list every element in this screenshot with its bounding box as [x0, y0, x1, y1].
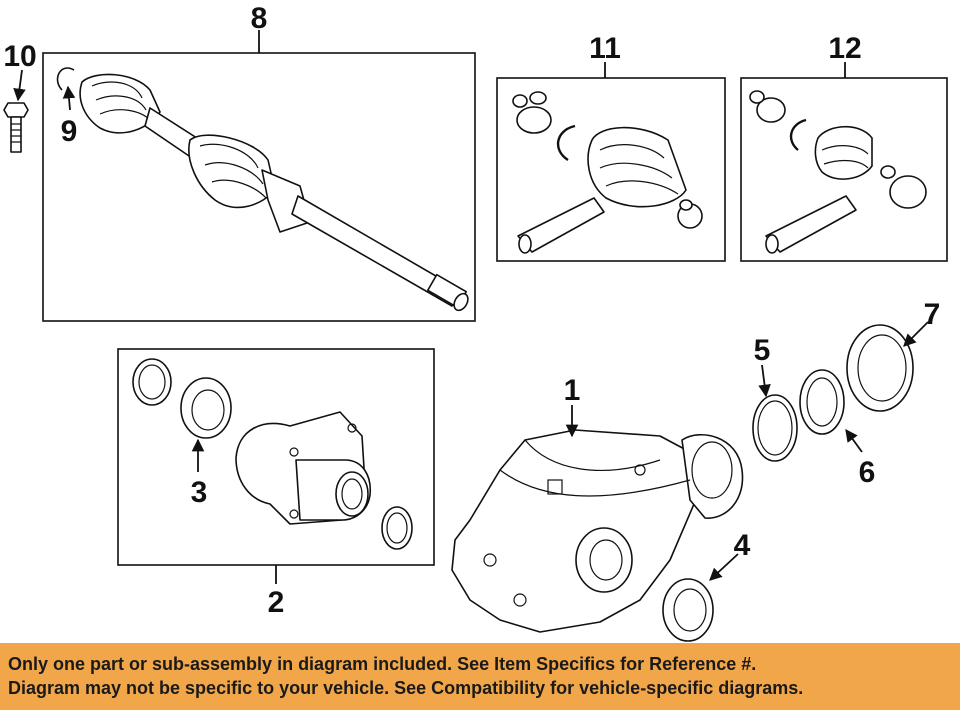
callout-1: 1 — [564, 374, 581, 407]
callout-3: 3 — [191, 476, 208, 509]
boot-kit-part-12 — [749, 90, 927, 254]
callout-2: 2 — [268, 586, 285, 619]
leader-lines — [13, 30, 929, 584]
callout-4: 4 — [734, 529, 751, 562]
bolt-part-10 — [3, 102, 29, 153]
cover-part-7 — [846, 324, 914, 412]
differential-part-1 — [451, 429, 744, 633]
callout-8: 8 — [251, 2, 268, 35]
gasket-part-5 — [752, 394, 798, 462]
seal-part-4 — [662, 578, 714, 642]
axle-shaft-part-8 — [79, 73, 469, 312]
callout-9: 9 — [61, 115, 78, 148]
callout-5: 5 — [754, 334, 771, 367]
parts-diagram: 1 2 3 4 5 6 7 8 9 10 11 12 — [3, 2, 948, 642]
callout-12: 12 — [828, 32, 861, 65]
disclaimer-line-1: Only one part or sub-assembly in diagram… — [8, 654, 757, 674]
callout-10: 10 — [3, 40, 36, 73]
boot-kit-inner-frame — [740, 77, 948, 262]
disclaimer-line-2: Diagram may not be specific to your vehi… — [8, 678, 804, 698]
callout-7: 7 — [924, 298, 941, 331]
output-housing-part-2 — [132, 358, 413, 550]
callout-11: 11 — [589, 32, 621, 65]
boot-kit-part-11 — [512, 91, 703, 254]
boot-kit-outer-frame — [496, 77, 726, 262]
disclaimer-banner: Only one part or sub-assembly in diagram… — [0, 643, 960, 710]
callout-6: 6 — [859, 456, 876, 489]
seal-part-6 — [799, 369, 845, 435]
snap-ring-part-9 — [56, 67, 75, 91]
